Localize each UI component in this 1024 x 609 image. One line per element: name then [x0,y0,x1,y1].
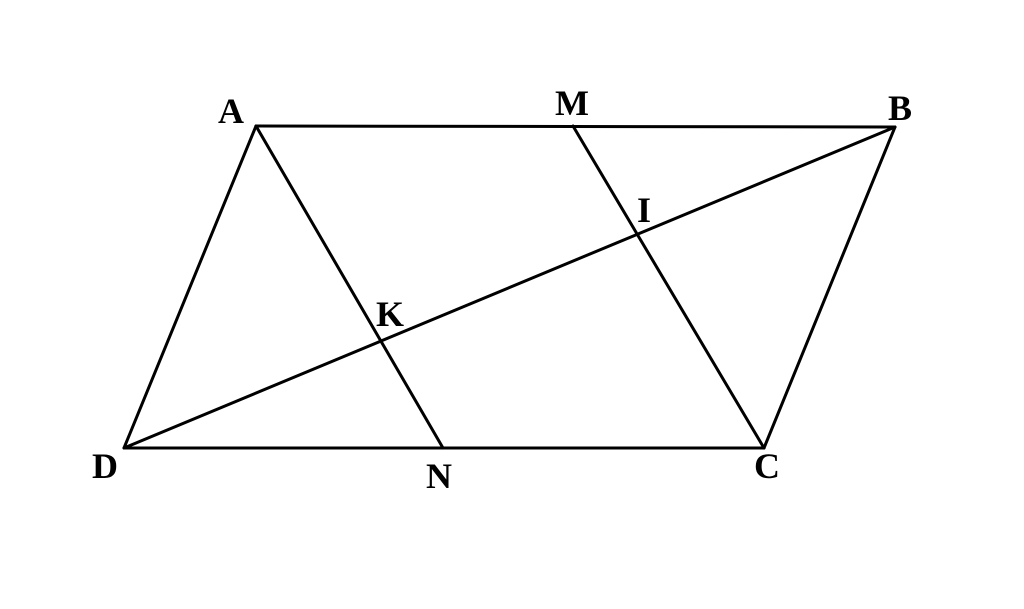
label-M: M [555,83,589,123]
segment-DA [122,124,258,450]
label-A: A [218,91,244,131]
segment-DB [122,125,897,450]
label-I: I [637,190,651,230]
label-D: D [92,446,118,486]
label-C: C [754,446,780,486]
segment-AB [254,124,897,129]
segment-MC [571,124,766,450]
label-B: B [888,88,912,128]
label-N: N [426,456,452,496]
segment-AN [254,124,445,450]
label-K: K [376,294,404,334]
segment-BC [762,125,897,450]
